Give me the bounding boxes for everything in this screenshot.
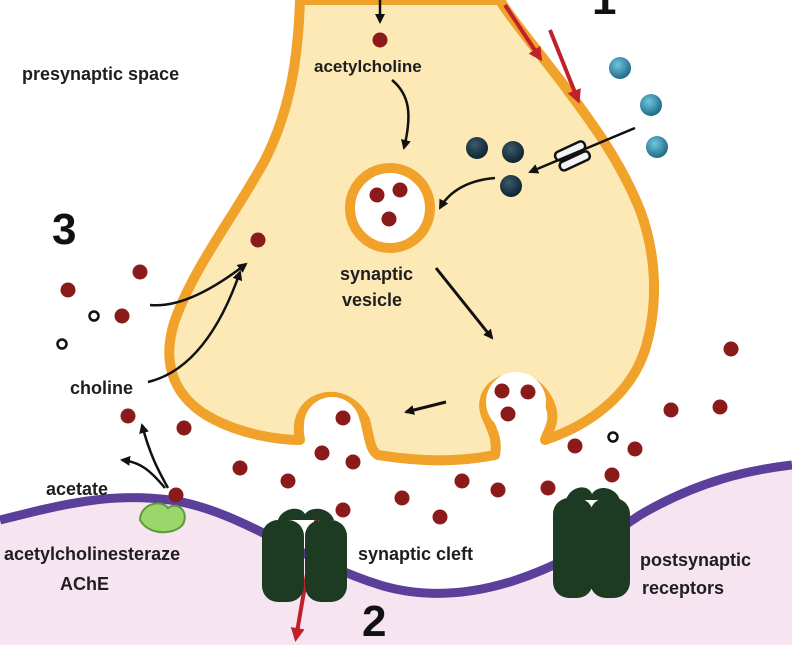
postsynaptic-label: postsynaptic: [640, 550, 751, 570]
acetylcholine-molecule-icon: [494, 383, 510, 399]
synaptic-label: synaptic: [340, 264, 413, 284]
acetylcholine-molecule-icon: [432, 509, 448, 525]
synaptic-cleft-label: synaptic cleft: [358, 544, 473, 564]
acetylcholine-molecule-icon: [250, 232, 266, 248]
acetylcholine-molecule-icon: [712, 399, 728, 415]
acetylcholine-molecule-icon: [490, 482, 506, 498]
acetylcholine-label: acetylcholine: [314, 57, 422, 76]
fusing-vesicle-right: [486, 372, 546, 432]
acetylcholine-molecule-icon: [280, 473, 296, 489]
acetylcholine-molecule-icon: [369, 187, 385, 203]
acetylcholine-molecule-icon: [394, 490, 410, 506]
postsynaptic-membrane: [0, 460, 792, 598]
acetylcholine-molecule-icon: [335, 410, 351, 426]
acetylcholine-molecule-icon: [132, 264, 148, 280]
acetylcholine-molecule-icon: [345, 454, 361, 470]
acetylcholine-molecule-icon: [381, 211, 397, 227]
acetylcholine-molecule-icon: [372, 32, 388, 48]
acetylcholine-molecule-icon: [454, 473, 470, 489]
calcium-ion-icon: [500, 175, 522, 197]
vesicle-label: vesicle: [342, 290, 402, 310]
receptors-label: receptors: [642, 578, 724, 598]
acetate-molecules: [56, 310, 619, 443]
step-2-number: 2: [362, 597, 386, 645]
step-1-number: 1: [592, 0, 616, 24]
synaptic-vesicle: [345, 163, 435, 253]
acetylcholine-molecule-icon: [314, 445, 330, 461]
acetylcholine-molecule-icon: [723, 341, 739, 357]
acetylcholine-molecule-icon: [567, 438, 583, 454]
acetylcholine-molecule-icon: [176, 420, 192, 436]
acetylcholine-molecule-icon: [168, 487, 184, 503]
acetate-label: acetate: [46, 479, 108, 499]
acetate-molecule-icon: [88, 310, 100, 322]
acetylcholine-molecule-icon: [114, 308, 130, 324]
acetylcholine-molecule-icon: [232, 460, 248, 476]
calcium-ion-icon: [502, 141, 524, 163]
acetylcholine-molecule-icon: [604, 467, 620, 483]
calcium-ion-icon: [609, 57, 631, 79]
fusing-vesicle-left: [304, 397, 360, 453]
acetylcholine-molecule-icon: [540, 480, 556, 496]
acetylcholine-molecule-icon: [335, 502, 351, 518]
calcium-ions-outside: [609, 57, 668, 158]
acetate-molecule-icon: [56, 338, 68, 350]
receptor-left: [262, 508, 347, 602]
process-arrows: [120, 0, 636, 489]
acetylcholinesterase-label: acetylcholinesteraze: [4, 544, 180, 564]
receptor-right: [553, 487, 630, 598]
calcium-ion-icon: [640, 94, 662, 116]
acetate-molecule-icon: [607, 431, 619, 443]
choline-label: choline: [70, 378, 133, 398]
acetylcholine-molecule-icon: [520, 384, 536, 400]
presynaptic-space-label: presynaptic space: [22, 64, 179, 84]
acetylcholine-molecule-icon: [392, 182, 408, 198]
cleft-acetylcholine-group: [60, 232, 739, 525]
ache-label: AChE: [60, 574, 109, 594]
acetylcholine-molecule-icon: [500, 406, 516, 422]
ion-channel-icon: [553, 140, 592, 172]
calcium-ion-icon: [466, 137, 488, 159]
step-3-number: 3: [52, 205, 76, 254]
acetylcholine-molecule-icon: [120, 408, 136, 424]
calcium-ions-inside: [466, 137, 524, 197]
calcium-ion-icon: [646, 136, 668, 158]
acetylcholine-molecule-icon: [627, 441, 643, 457]
acetylcholine-molecule-icon: [663, 402, 679, 418]
ache-enzyme-icon: [138, 502, 186, 534]
calcium-influx-arrows: [503, 3, 581, 104]
acetylcholine-molecule-icon: [60, 282, 76, 298]
